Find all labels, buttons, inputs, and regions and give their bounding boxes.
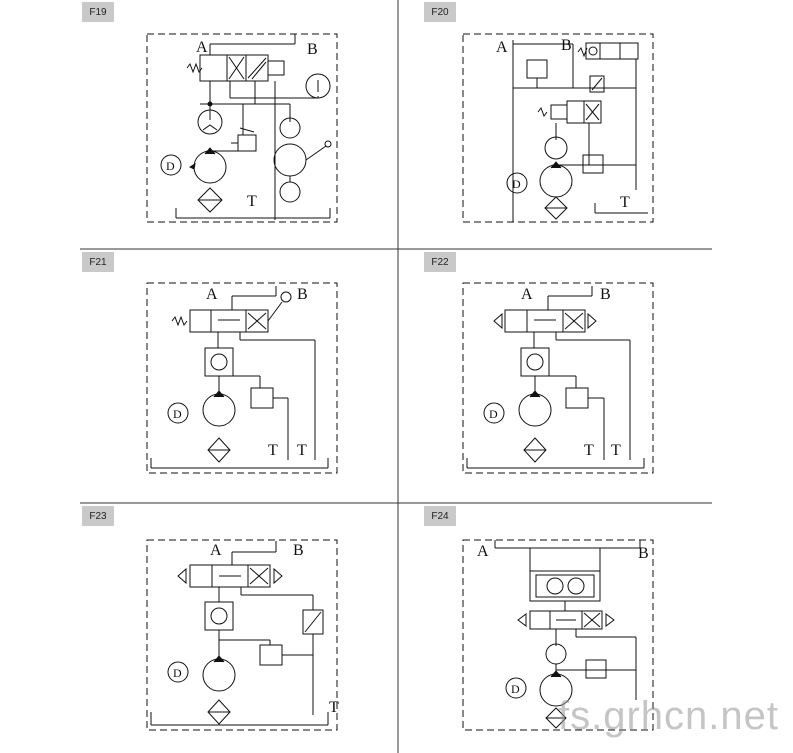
panel-tag-f19: F19 — [82, 2, 114, 22]
panel-tag-f20: F20 — [424, 2, 456, 22]
svg-text:D: D — [512, 177, 521, 191]
svg-text:D: D — [166, 159, 175, 173]
svg-text:D: D — [173, 666, 182, 680]
tank-t-label: T — [297, 442, 307, 459]
tank-t-label: T — [247, 193, 257, 210]
port-a-label: A — [196, 39, 208, 56]
panel-tag-f23: F23 — [82, 506, 114, 526]
circuit-f22: D — [462, 282, 654, 474]
circuit-f19: D — [146, 33, 338, 223]
port-a-label: A — [477, 543, 489, 560]
circuit-f21: D — [146, 282, 338, 474]
panel-tag-f21: F21 — [82, 252, 114, 272]
port-b-label: B — [600, 286, 611, 303]
port-a-label: A — [496, 39, 508, 56]
port-b-label: B — [561, 37, 572, 54]
tank-t-label: T — [584, 442, 594, 459]
circuit-f23: D — [146, 539, 338, 731]
panel-tag-f24: F24 — [424, 506, 456, 526]
port-a-label: A — [206, 286, 218, 303]
port-b-label: B — [638, 545, 649, 562]
port-b-label: B — [307, 41, 318, 58]
circuit-f24: D — [462, 539, 654, 731]
tank-t-label: T — [329, 699, 339, 716]
tank-t-label: T — [611, 442, 621, 459]
port-a-label: A — [210, 542, 222, 559]
svg-text:D: D — [489, 407, 498, 421]
circuit-f20: D — [462, 33, 654, 223]
port-a-label: A — [521, 286, 533, 303]
panel-tag-f22: F22 — [424, 252, 456, 272]
svg-text:D: D — [173, 407, 182, 421]
port-b-label: B — [293, 542, 304, 559]
svg-text:D: D — [511, 682, 520, 696]
tank-t-label: T — [620, 194, 630, 211]
grid-lines — [80, 0, 712, 753]
watermark: fs.grhcn.net — [557, 694, 779, 738]
port-b-label: B — [297, 286, 308, 303]
tank-t-label: T — [268, 442, 278, 459]
